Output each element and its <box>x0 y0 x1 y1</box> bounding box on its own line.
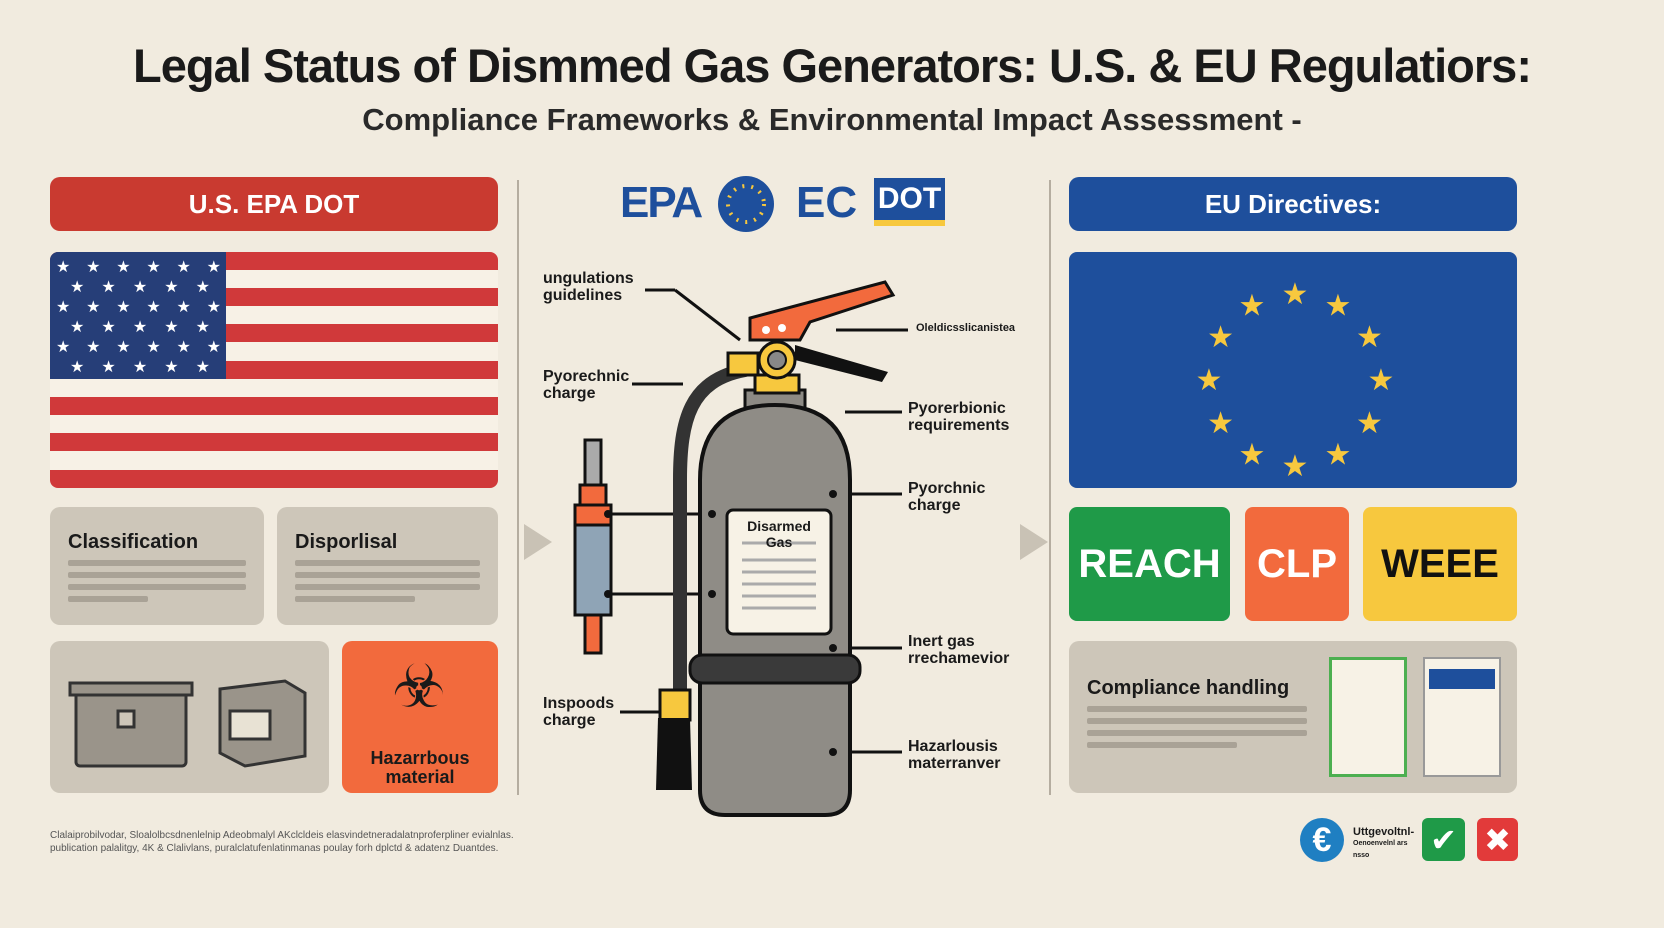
svg-text:★ ★ ★ ★ ★ ★: ★ ★ ★ ★ ★ ★ <box>56 257 221 276</box>
eu-header: EU Directives: <box>1069 177 1517 231</box>
eu-star-icon: ★ <box>1356 406 1383 441</box>
hazard-label: Hazarrbous material <box>370 748 470 787</box>
eu-star-icon: ★ <box>1196 363 1223 398</box>
container-icons <box>68 679 307 768</box>
cross-icon: ✖ <box>1477 818 1518 861</box>
right-divider <box>1049 180 1051 795</box>
epa-logo: EPA <box>620 178 703 227</box>
reach-badge: REACH <box>1069 507 1230 621</box>
svg-text:★ ★ ★ ★ ★ ★: ★ ★ ★ ★ ★ ★ <box>56 337 221 356</box>
hazard-card: ☣ Hazarrbous material <box>342 641 498 793</box>
callout-left-2: Pyorechnic charge <box>543 368 630 402</box>
svg-text:★ ★ ★ ★ ★: ★ ★ ★ ★ ★ <box>70 277 210 296</box>
containers-card <box>50 641 329 793</box>
left-divider <box>517 180 519 795</box>
certificate-document <box>1329 657 1407 777</box>
callout-right-5: Hazarlousis materranver <box>908 738 1001 772</box>
eu-star-icon: ★ <box>1282 277 1309 312</box>
compliance-card: Compliance handling <box>1069 641 1517 793</box>
arrow-right-icon <box>1020 524 1048 560</box>
callout-right-3: Pyorchnic charge <box>908 480 986 514</box>
weee-badge: WEEE <box>1363 507 1517 621</box>
disposal-title: Disporlisal <box>295 531 398 553</box>
check-icon: ✔ <box>1422 818 1465 861</box>
biohazard-icon: ☣ <box>392 653 446 720</box>
eu-star-icon: ★ <box>1207 406 1234 441</box>
svg-text:★ ★ ★ ★ ★ ★: ★ ★ ★ ★ ★ ★ <box>56 297 221 316</box>
eu-star-icon: ★ <box>1325 437 1352 472</box>
footer-note: Clalaiprobilvodar, Sloalolbcsdnenlelnip … <box>50 830 514 854</box>
svg-text:★ ★ ★ ★ ★: ★ ★ ★ ★ ★ <box>70 317 210 336</box>
eu-star-icon: ★ <box>1282 449 1309 484</box>
callout-left-3: Inspoods charge <box>543 695 615 729</box>
clp-badge: CLP <box>1245 507 1349 621</box>
callout-right-2: Pyorerbionic requirements <box>908 400 1010 434</box>
ec-logo: EC <box>796 178 858 227</box>
dot-logo: DOT <box>874 178 945 226</box>
callout-left-1: ungulations guidelines <box>543 270 634 304</box>
callout-right-1: Oleldicsslicanistea <box>916 322 1016 334</box>
eu-star-icon: ★ <box>1356 320 1383 355</box>
eu-logo <box>718 176 774 232</box>
us-header: U.S. EPA DOT <box>50 177 498 231</box>
page-title: Legal Status of Dismmed Gas Generators: … <box>133 39 1532 92</box>
classification-title: Classification <box>68 531 199 553</box>
eu-star-icon: ★ <box>1207 320 1234 355</box>
eu-certificate-document <box>1423 657 1501 777</box>
disposal-card: Disporlisal <box>277 507 498 625</box>
eu-star-icon: ★ <box>1325 289 1352 324</box>
callout-right-4: Inert gas rrechamevior <box>908 633 1010 667</box>
page-subtitle: Compliance Frameworks & Environmental Im… <box>362 102 1302 137</box>
svg-text:★ ★ ★ ★ ★: ★ ★ ★ ★ ★ <box>70 357 210 376</box>
euro-icon: € <box>1300 818 1344 862</box>
eu-star-icon: ★ <box>1368 363 1395 398</box>
classification-card: Classification <box>50 507 264 625</box>
footer-badge: Uttgevoltnl- Oenoenvelnl ars nsso <box>1353 826 1415 859</box>
eu-star-icon: ★ <box>1239 437 1266 472</box>
eu-flag: ★★★★★★★★★★★★ <box>1069 252 1517 488</box>
eu-star-icon: ★ <box>1239 289 1266 324</box>
us-flag: ★ ★ ★ ★ ★ ★ ★ ★ ★ ★ ★ ★ ★ ★ ★ ★ ★ ★ ★ ★ … <box>50 252 498 488</box>
compliance-title: Compliance handling <box>1087 677 1290 699</box>
arrow-right-icon <box>524 524 552 560</box>
cylinder-label: Disarmed Gas <box>747 518 811 550</box>
